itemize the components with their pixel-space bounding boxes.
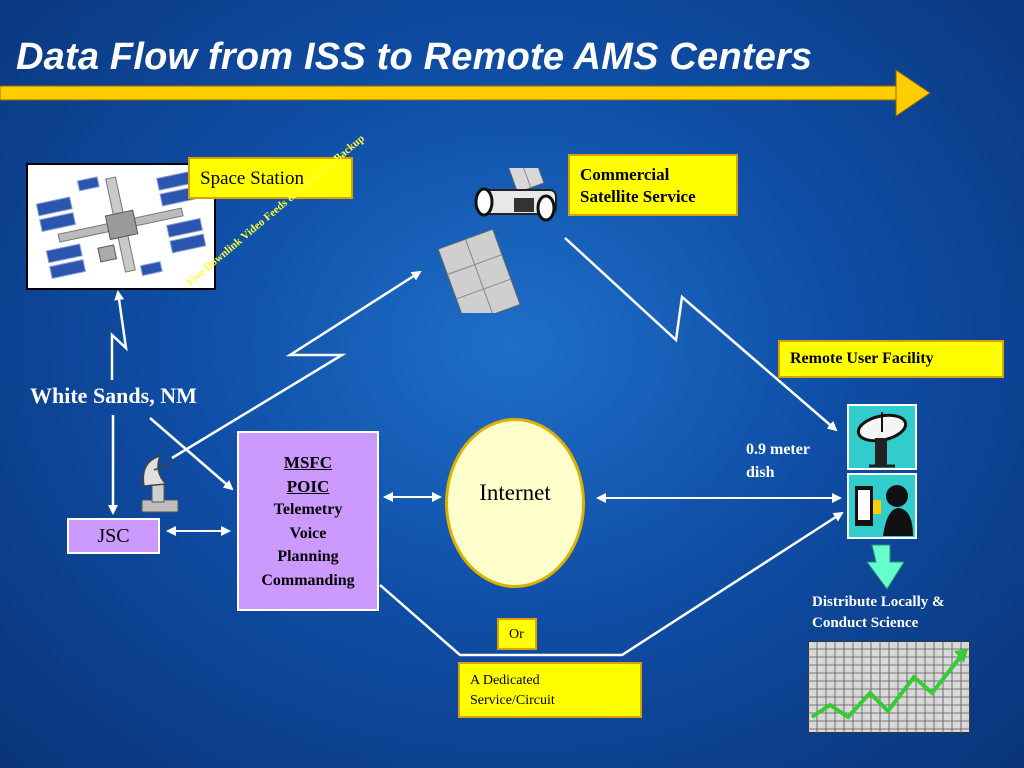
jsc-box: JSC [67,518,160,554]
satellite-icon [437,168,557,313]
title-arrow [0,69,931,117]
ground-dish-icon [141,454,179,513]
dedicated-label-line-2: Service/Circuit [470,693,555,708]
planning-label: Planning [277,548,339,565]
space-station-label: Space Station [188,157,353,199]
dish-label: 0.9 meter dish [746,438,810,484]
internet-ellipse [445,418,585,588]
or-label: Or [497,618,537,650]
commanding-label: Commanding [261,571,355,589]
iss-image-icon [26,163,216,290]
dedicated-circuit-line [379,511,844,657]
white-sands-label: White Sands, NM [30,383,197,408]
internet-label: Internet [479,480,551,505]
page-title: Data Flow from ISS to Remote AMS Centers [16,36,813,78]
commercial-satellite-label: Commercial Satellite Service [568,154,738,216]
white-sands-to-iss-line [110,290,128,380]
distribute-label: Distribute Locally & Conduct Science [812,592,945,634]
satellite-to-remote-line [564,237,838,432]
operator-icon [847,473,917,539]
down-arrow-icon [866,544,905,590]
dedicated-circuit-label: A Dedicated Service/Circuit [458,662,642,718]
distribute-label-line-1: Distribute Locally & [812,594,945,610]
telemetry-label: Telemetry [273,501,343,518]
remote-facility-icons [847,404,917,539]
msfc-label: MSFC [283,453,333,472]
commercial-satellite-line-2: Satellite Service [580,187,696,206]
white-sands-to-msfc-line [149,417,234,491]
msfc-poic-box: MSFC POIC Telemetry Voice Planning Comma… [237,431,379,611]
commercial-satellite-line-1: Commercial [580,165,670,184]
science-chart-icon [808,641,970,733]
remote-user-facility-label: Remote User Facility [778,340,1004,378]
distribute-label-line-2: Conduct Science [812,615,919,631]
dish-label-line-1: 0.9 meter [746,441,810,458]
dedicated-label-line-1: A Dedicated [470,673,540,688]
dish-label-line-2: dish [746,464,775,481]
remote-dish-icon [847,404,917,470]
voice-label: Voice [289,524,327,542]
poic-label: POIC [286,476,330,496]
downlink-path [171,270,422,460]
